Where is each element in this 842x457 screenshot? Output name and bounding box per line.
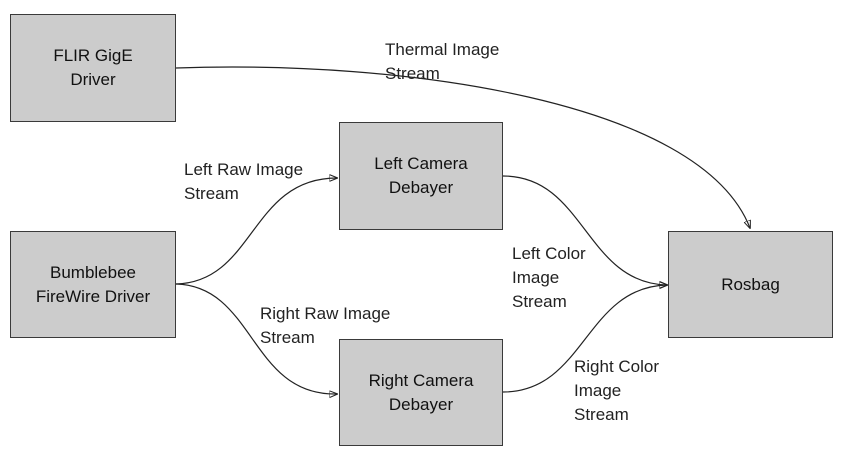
thermal-image-stream-label: Thermal Image Stream bbox=[385, 40, 500, 83]
rosbag-node: Rosbag bbox=[668, 231, 833, 338]
rosbag-label: Rosbag bbox=[721, 274, 780, 294]
edge-left-raw-stream bbox=[175, 178, 337, 285]
edge-right-color-stream bbox=[502, 285, 667, 393]
left-raw-image-stream-label: Left Raw Image Stream bbox=[184, 160, 304, 203]
bumblebee-firewire-driver-node: Bumblebee FireWire Driver bbox=[10, 231, 176, 338]
right-camera-debayer-label: Right Camera Debayer bbox=[368, 370, 474, 414]
left-color-image-stream-label: Left Color Image Stream bbox=[512, 244, 586, 311]
left-camera-debayer-node: Left Camera Debayer bbox=[339, 122, 503, 230]
left-camera-debayer-label: Left Camera Debayer bbox=[374, 154, 468, 197]
right-camera-debayer-node: Right Camera Debayer bbox=[339, 339, 503, 446]
edge-thermal-stream bbox=[175, 66, 750, 228]
flir-gige-driver-label: FLIR GigE Driver bbox=[53, 46, 133, 89]
flir-gige-driver-node: FLIR GigE Driver bbox=[10, 14, 176, 122]
right-color-image-stream-label: Right Color Image Stream bbox=[574, 357, 660, 424]
right-raw-image-stream-label: Right Raw Image Stream bbox=[260, 304, 391, 347]
bumblebee-firewire-driver-label: Bumblebee FireWire Driver bbox=[35, 262, 151, 306]
edge-right-raw-stream bbox=[175, 283, 337, 394]
edge-left-color-stream bbox=[502, 175, 667, 285]
